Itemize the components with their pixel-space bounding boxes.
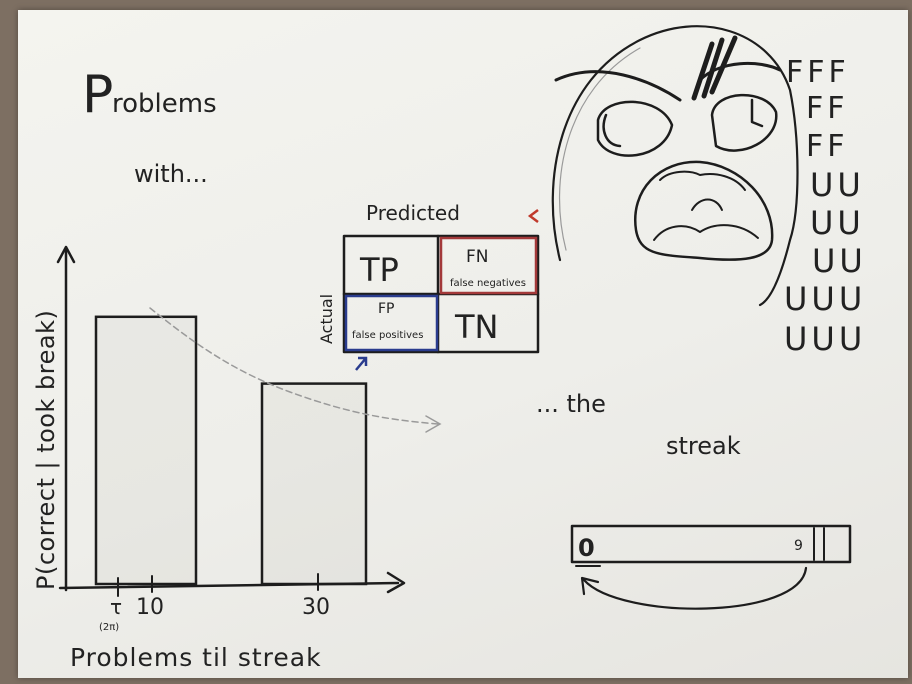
us-line-4: UUU (784, 280, 866, 318)
cm-row-label: Actual (317, 294, 336, 344)
fs-line-1: FFF (786, 55, 850, 90)
fs-line-2: FF (806, 91, 849, 126)
cm-fp-border (344, 294, 439, 352)
top-teeth (659, 170, 746, 191)
cm-fp-sub: false positives (352, 330, 423, 341)
tick-sublabel-tau: (2π) (99, 622, 119, 633)
rage-face-drawing (551, 25, 799, 307)
rage-letters: FFF FF FF UU UU UU UUU UUU (784, 55, 867, 358)
us-line-3: UU (812, 242, 867, 280)
streak-reset-arrow (580, 576, 600, 596)
chart: τ (2π) 10 30 Problems til streak P(corre… (32, 245, 442, 672)
right-brow (698, 61, 782, 82)
streak-bar (570, 524, 852, 564)
title-rest: roblems (112, 89, 217, 119)
trend-curve (149, 307, 439, 425)
streak-prefix: ... the (536, 390, 606, 418)
streak-end: 9 (794, 538, 803, 554)
tick-label-30: 30 (302, 595, 330, 620)
tongue (691, 198, 723, 211)
streak-section: ... the streak 0 9 (536, 390, 852, 610)
streak-end-mark (813, 527, 825, 561)
left-pupil (602, 113, 622, 148)
bar-10 (94, 315, 198, 586)
tick-label-10: 10 (136, 595, 164, 620)
anger-vein (691, 35, 738, 101)
face-outline (551, 25, 799, 307)
streak-word: streak (666, 432, 741, 460)
left-eye (596, 100, 674, 157)
cm-blue-arrow (355, 356, 368, 371)
cm-tn: TN (454, 308, 498, 346)
confusion-matrix: Predicted Actual TP FN false negatives F… (317, 201, 540, 371)
us-line-2: UU (810, 204, 865, 242)
x-axis-arrow (386, 571, 406, 594)
right-eye (710, 93, 778, 152)
cm-fn-border (439, 236, 538, 295)
us-line-5: UUU (784, 320, 866, 358)
face-shadow (558, 47, 641, 251)
cm-red-arrow (527, 209, 539, 223)
streak-start-underline (575, 561, 601, 567)
fs-line-3: FF (806, 129, 849, 164)
bar-30 (260, 382, 368, 586)
us-line-1: UU (810, 166, 865, 204)
tick-label-tau: τ (110, 595, 122, 619)
cm-header: Predicted (366, 201, 460, 225)
title-with: with... (134, 160, 208, 188)
trend-arrow (425, 415, 442, 433)
cm-tp: TP (359, 251, 399, 289)
y-axis-arrow (56, 245, 76, 264)
title-initial: P (82, 65, 113, 125)
streak-start: 0 (578, 534, 595, 562)
cm-fp: FP (378, 301, 395, 317)
cm-fn: FN (466, 247, 489, 267)
streak-reset-curve (582, 566, 808, 610)
x-axis-label: Problems til streak (70, 643, 322, 672)
mouth (633, 160, 774, 261)
right-pupil (750, 98, 764, 128)
y-axis-label: P(correct | took break) (32, 310, 60, 590)
paper-sheet (18, 10, 908, 678)
cm-fn-sub: false negatives (450, 278, 526, 289)
bottom-teeth (653, 224, 759, 241)
left-brow (554, 70, 682, 102)
